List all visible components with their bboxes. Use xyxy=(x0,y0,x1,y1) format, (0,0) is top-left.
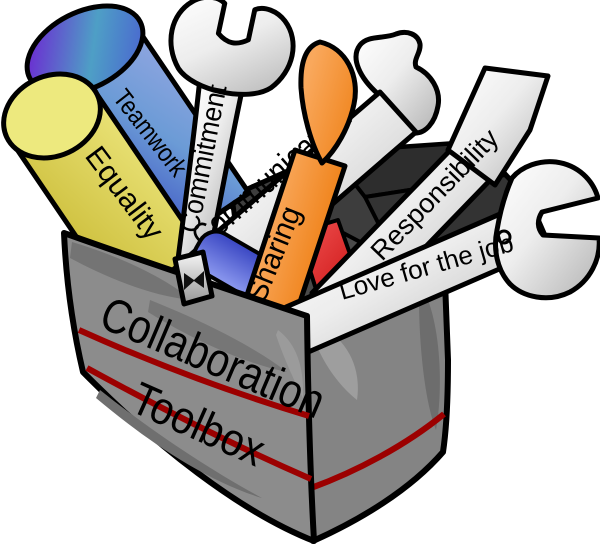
front-stripe-upper xyxy=(77,327,310,419)
front-panel-shadow-1 xyxy=(70,242,192,300)
communication-head xyxy=(353,29,442,136)
butterfly-clasp-icon xyxy=(184,271,204,290)
front-panel-shadow-3 xyxy=(96,390,262,498)
latch-plate xyxy=(172,249,215,307)
side-panel-stripe xyxy=(309,411,446,491)
toolbox-latch xyxy=(172,249,215,307)
front-panel xyxy=(61,230,317,544)
equality-cap xyxy=(1,71,103,161)
love-wrench-rivet xyxy=(496,229,512,245)
front-panel-shadow-2 xyxy=(148,300,287,372)
love-wrench-head xyxy=(493,159,600,301)
side-panel-shadow xyxy=(419,295,440,430)
tool-love-for-the-job: Love for the job xyxy=(283,159,600,356)
front-stripe-lower xyxy=(85,365,313,482)
sharing-handle-top xyxy=(298,39,358,166)
toolbox-front-panel: Collaboration Toolbox xyxy=(61,230,332,544)
front-panel-highlight xyxy=(276,330,304,398)
responsibility-blade xyxy=(445,65,551,188)
